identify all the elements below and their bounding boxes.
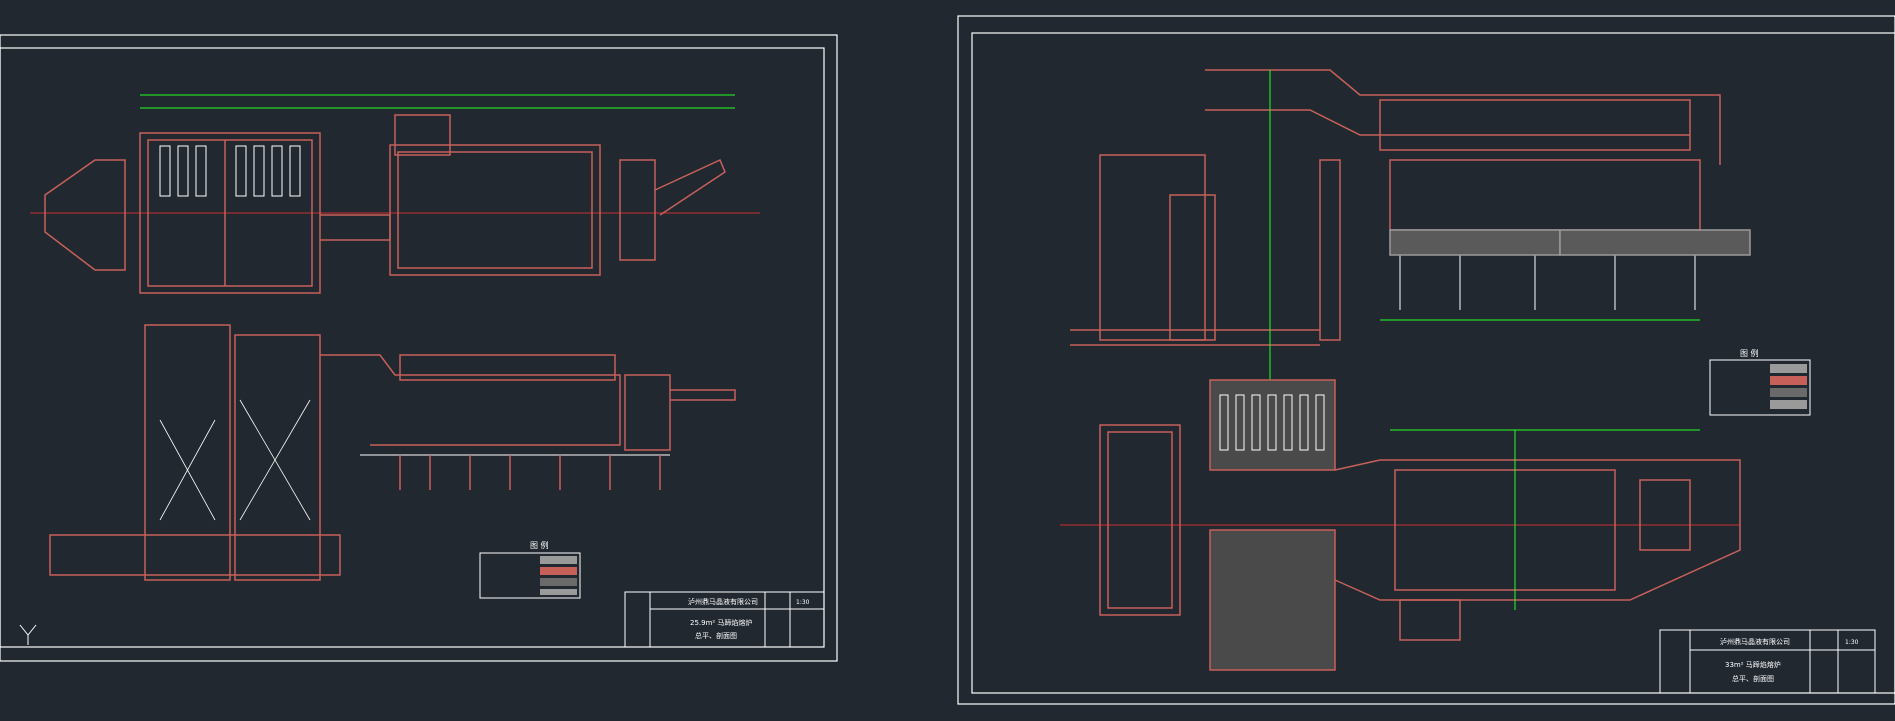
right-scale-value: 1:30 — [1845, 639, 1859, 646]
left-legend: 图 例 — [479, 540, 581, 599]
ucs-icon — [19, 624, 37, 645]
left-legend-title: 图 例 — [530, 540, 549, 550]
right-sheet: 图 例 泸州鼎马晶液有限公司 33m² 马蹄焰熔炉 总平、剖面图 1:30 — [957, 15, 1895, 705]
left-scale-value: 1:30 — [796, 599, 810, 606]
left-company: 泸州鼎马晶液有限公司 — [688, 597, 758, 606]
right-company: 泸州鼎马晶液有限公司 — [1720, 637, 1790, 646]
right-plan-checker-ports — [1219, 394, 1325, 451]
left-plan-checker-ports — [159, 145, 301, 197]
left-title-block: 泸州鼎马晶液有限公司 25.9m² 马蹄焰熔炉 总平、剖面图 1:30 — [624, 591, 825, 648]
right-section-view — [1070, 69, 1751, 380]
right-title-block: 泸州鼎马晶液有限公司 33m² 马蹄焰熔炉 总平、剖面图 1:30 — [1659, 629, 1876, 694]
left-sheet: 图 例 泸州鼎马晶液有限公司 25.9m² 马蹄焰熔炉 总平、剖面图 1:30 — [0, 34, 838, 662]
left-plan-view — [30, 94, 760, 294]
right-drawing-title-1: 33m² 马蹄焰熔炉 — [1725, 660, 1781, 669]
left-section-view — [49, 324, 736, 581]
right-legend: 图 例 — [1709, 348, 1811, 416]
right-plan-view — [1060, 379, 1741, 671]
right-drawing-title-2: 总平、剖面图 — [1732, 674, 1774, 683]
left-sheet-inner-border — [0, 47, 825, 648]
left-sheet-outer-border — [0, 34, 838, 662]
right-sheet-inner-border — [971, 32, 1895, 694]
left-drawing-title-2: 总平、剖面图 — [695, 631, 737, 640]
right-sheet-outer-border — [957, 15, 1895, 705]
right-legend-title: 图 例 — [1740, 348, 1759, 358]
left-drawing-title-1: 25.9m² 马蹄焰熔炉 — [690, 618, 752, 627]
